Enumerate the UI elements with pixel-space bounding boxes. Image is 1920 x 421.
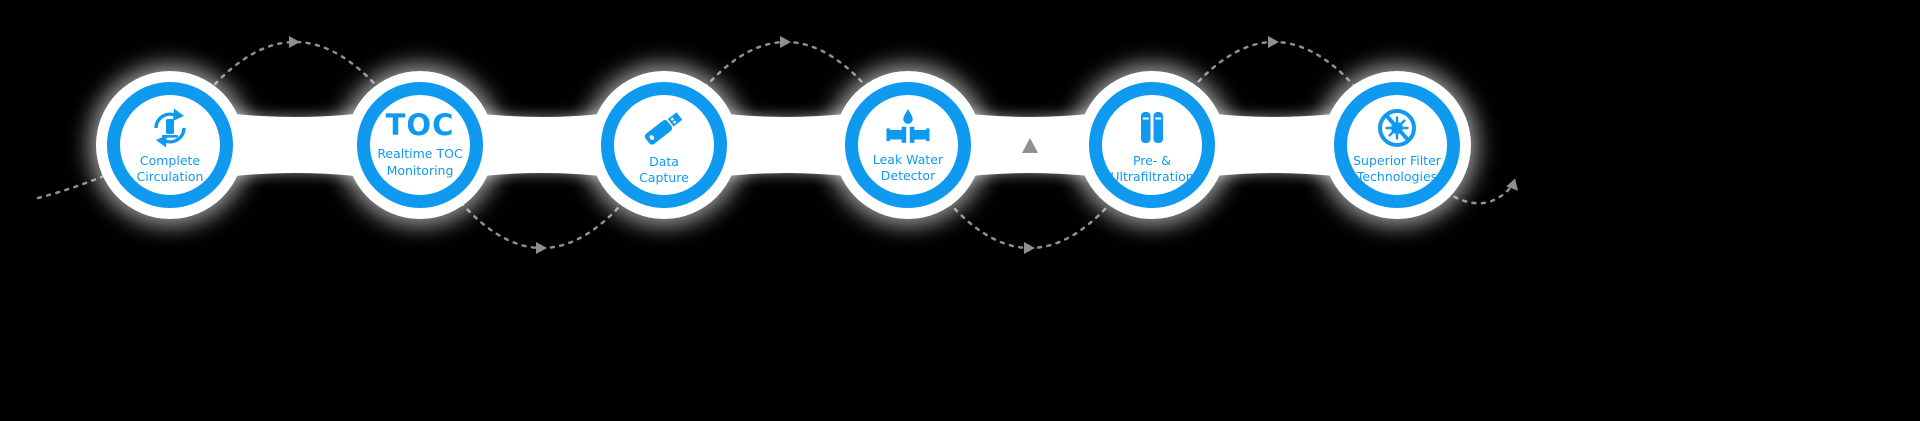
node-label: Leak Water Detector [872, 151, 944, 183]
node-data-capture: Data Capture [590, 71, 738, 219]
node-superior-filter-technologies: Superior Filter Technologies [1323, 71, 1471, 219]
flow-arrowhead [1024, 242, 1035, 254]
filter-cartridges-icon [1129, 105, 1175, 151]
node-ring: Complete Circulation [107, 82, 233, 208]
node-toc-monitoring: TOC Realtime TOC Monitoring [346, 71, 494, 219]
dashed-flow-path [36, 40, 1514, 250]
flow-arrowhead [1506, 178, 1519, 191]
flow-arrowhead [289, 36, 300, 48]
node-ring: Leak Water Detector [845, 82, 971, 208]
node-complete-circulation: Complete Circulation [96, 71, 244, 219]
toc-title: TOC [385, 108, 455, 143]
node-ring: Pre- & Ultrafiltration [1089, 82, 1215, 208]
node-ring: Superior Filter Technologies [1334, 82, 1460, 208]
node-leak-water-detector: Leak Water Detector [834, 71, 982, 219]
flow-arrowhead [536, 242, 547, 254]
node-label: Realtime TOC Monitoring [377, 146, 463, 178]
node-ring: TOC Realtime TOC Monitoring [357, 82, 483, 208]
flow-arrowhead [780, 36, 791, 48]
node-label: Superior Filter Technologies [1353, 152, 1441, 184]
no-bacteria-icon [1374, 105, 1420, 151]
node-pre-ultrafiltration: Pre- & Ultrafiltration [1078, 71, 1226, 219]
node-label: Complete Circulation [136, 152, 204, 184]
usb-drive-icon [640, 104, 688, 152]
flow-arrowhead [1268, 36, 1279, 48]
circulation-icon [147, 105, 193, 151]
node-ring: Data Capture [601, 82, 727, 208]
flow-arrowhead-up [1022, 138, 1038, 153]
node-label: Data Capture [639, 153, 689, 185]
pipe-leak-icon [884, 106, 932, 150]
node-label: Pre- & Ultrafiltration [1110, 152, 1194, 184]
